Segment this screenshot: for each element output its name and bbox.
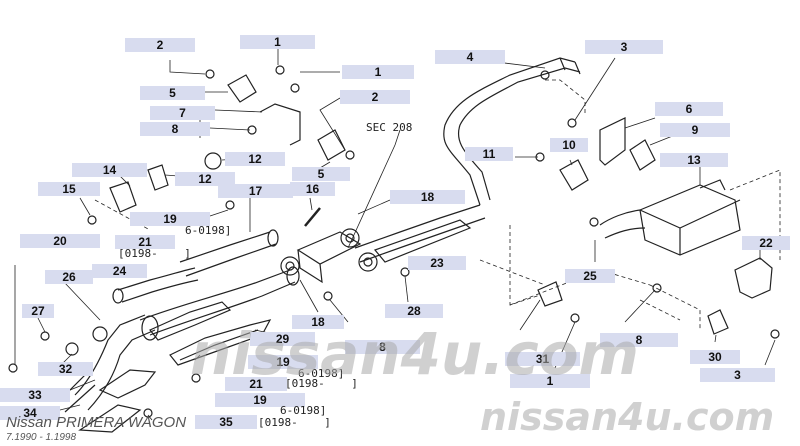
callout-6: 6 <box>655 102 723 116</box>
production-years: 7.1990 - 1.1998 <box>6 432 77 443</box>
callout-32: 32 <box>38 362 93 376</box>
heat-shield-29 <box>169 319 272 366</box>
date-code: [0198- ] <box>258 416 331 429</box>
callout-1: 1 <box>342 65 414 79</box>
callout-31: 31 <box>505 352 580 366</box>
callout-27: 27 <box>22 304 54 318</box>
callout-19: 19 <box>248 355 318 369</box>
stud-16 <box>304 207 321 227</box>
main-muffler <box>599 179 741 256</box>
callout-12: 12 <box>175 172 235 186</box>
callout-24: 24 <box>92 264 147 278</box>
callout-8: 8 <box>345 340 420 354</box>
callout-10: 10 <box>550 138 588 152</box>
callout-25: 25 <box>565 269 615 283</box>
callout-16: 16 <box>290 182 335 196</box>
date-code: [0198- ] <box>118 247 191 260</box>
date-code: 6-0198] <box>185 224 232 237</box>
pipe-24 <box>112 267 199 304</box>
callout-20: 20 <box>20 234 100 248</box>
bracket-22 <box>734 257 773 299</box>
callout-5: 5 <box>292 167 350 181</box>
callout-2: 2 <box>340 90 410 104</box>
bracket-7 <box>259 103 301 146</box>
center-pipe <box>354 204 486 272</box>
pipe-17 <box>179 229 279 277</box>
heat-shield-19 <box>149 301 232 341</box>
fasteners <box>8 65 780 418</box>
callout-5: 5 <box>140 86 205 100</box>
callout-4: 4 <box>435 50 505 64</box>
callout-1: 1 <box>510 374 590 388</box>
callout-3: 3 <box>700 368 775 382</box>
callout-19: 19 <box>215 393 305 407</box>
callout-2: 2 <box>125 38 195 52</box>
catalyst <box>280 228 362 284</box>
callout-15: 15 <box>38 182 100 196</box>
callout-17: 17 <box>218 184 293 198</box>
callout-26: 26 <box>45 270 93 284</box>
callout-13: 13 <box>660 153 728 167</box>
callout-14: 14 <box>72 163 147 177</box>
callout-11: 11 <box>465 147 513 161</box>
callout-22: 22 <box>742 236 790 250</box>
callout-30: 30 <box>690 350 740 364</box>
model-name: Nissan PRIMERA WAGON <box>6 414 187 431</box>
front-exhaust-pipe <box>139 266 300 341</box>
callout-18: 18 <box>390 190 465 204</box>
callout-9: 9 <box>660 123 730 137</box>
watermark-center: nissan4u.com <box>190 320 639 388</box>
callout-19: 19 <box>130 212 210 226</box>
callout-21: 21 <box>115 235 175 249</box>
callout-29: 29 <box>250 332 315 346</box>
date-code: 6-0198] <box>280 404 327 417</box>
callout-1: 1 <box>240 35 315 49</box>
callout-3: 3 <box>585 40 663 54</box>
bracket-6 <box>599 117 626 166</box>
callout-8: 8 <box>140 122 210 136</box>
callout-33: 33 <box>0 388 70 402</box>
bracket-14 <box>109 181 137 213</box>
date-code: 6-0198] <box>298 367 345 380</box>
callout-7: 7 <box>150 106 215 120</box>
callout-35: 35 <box>195 415 257 429</box>
callout-34: 34 <box>0 406 60 420</box>
date-code: [0198- ] <box>285 377 358 390</box>
callout-8: 8 <box>600 333 678 347</box>
callout-28: 28 <box>385 304 443 318</box>
watermark-corner: nissan4u.com <box>480 395 775 439</box>
callout-18: 18 <box>292 315 344 329</box>
callout-23: 23 <box>408 256 466 270</box>
callout-12: 12 <box>225 152 285 166</box>
section-reference: SEC 208 <box>366 121 413 134</box>
callout-21: 21 <box>225 377 287 391</box>
